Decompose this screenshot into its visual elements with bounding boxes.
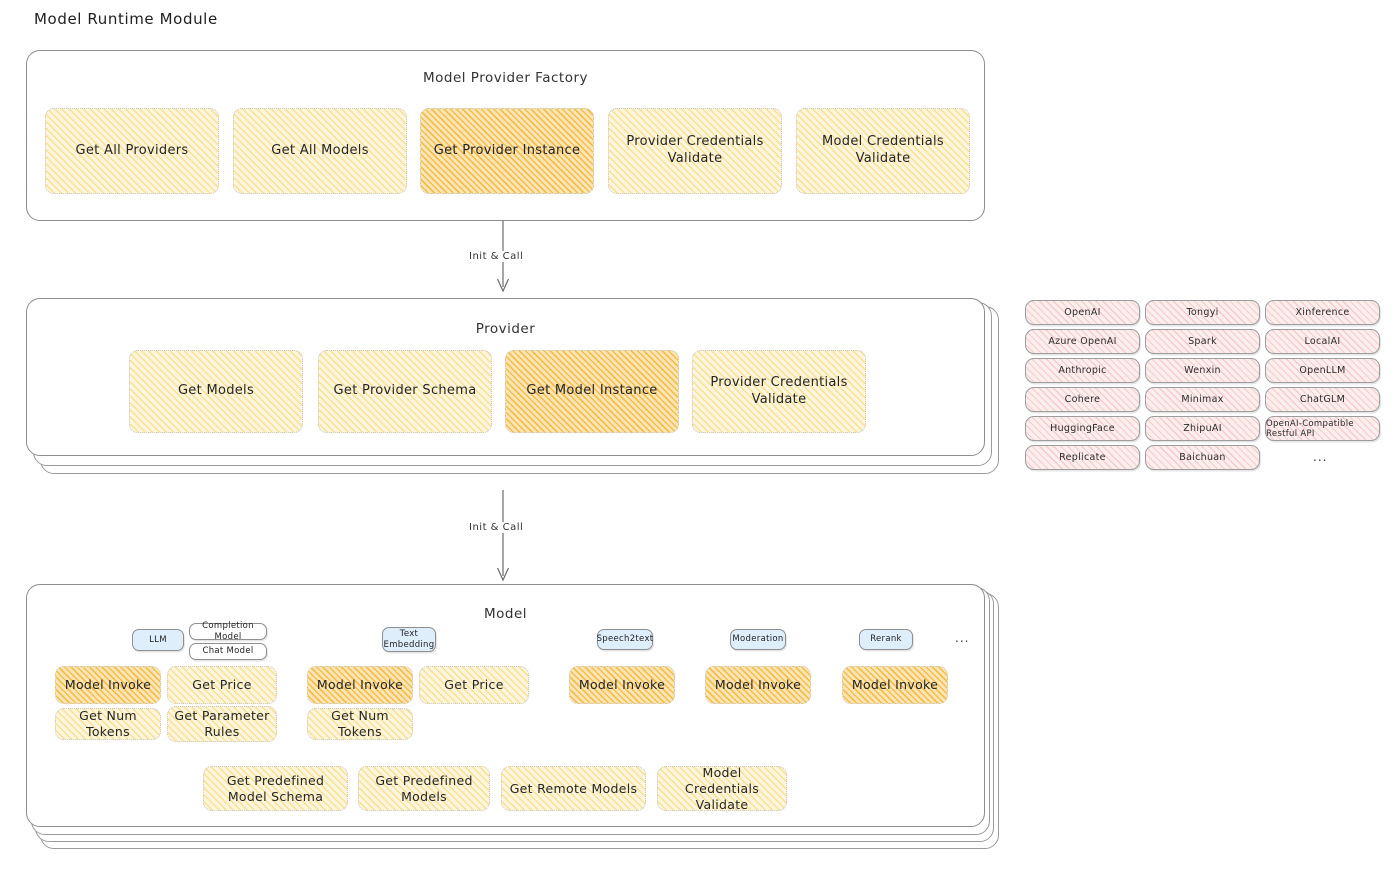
page-title: Model Runtime Module [34,10,218,28]
arrow-factory-to-provider: Init & Call [466,221,528,296]
arrow-factory-to-provider-label: Init & Call [466,251,527,262]
moderation-action-model-invoke[interactable]: Model Invoke [705,666,811,704]
provider-pill-baichuan[interactable]: Baichuan [1145,445,1260,470]
factory-action-get-all-providers[interactable]: Get All Providers [45,108,219,194]
text-embedding-action-get-num-tokens[interactable]: Get Num Tokens [307,708,413,740]
model-action-get-remote-models[interactable]: Get Remote Models [501,766,646,811]
arrow-provider-to-model: Init & Call [466,490,528,585]
model-types-more: ... [955,631,970,645]
text-embedding-action-model-invoke[interactable]: Model Invoke [307,666,413,704]
model-action-get-predefined-models[interactable]: Get Predefined Models [358,766,490,811]
provider-action-get-provider-schema[interactable]: Get Provider Schema [318,350,492,433]
llm-action-model-invoke[interactable]: Model Invoke [55,666,161,704]
model-panel: Model LLM Completion Model Chat Model Mo… [26,584,985,827]
model-provider-factory-panel: Model Provider Factory Get All Providers… [26,50,985,221]
model-action-model-credentials-validate[interactable]: Model Credentials Validate [657,765,787,812]
provider-pill-spark[interactable]: Spark [1145,329,1260,354]
provider-action-get-models[interactable]: Get Models [129,350,303,433]
model-type-badge-rerank[interactable]: Rerank [859,629,913,650]
arrow-provider-to-model-label: Init & Call [466,522,527,533]
provider-pill-openai-compatible-restful-api[interactable]: OpenAI-Compatible Restful API [1265,416,1380,441]
factory-action-model-credentials-validate[interactable]: Model Credentials Validate [796,108,970,194]
model-title: Model [483,606,528,622]
provider-pill-zhipuai[interactable]: ZhipuAI [1145,416,1260,441]
provider-pill-azure-openai[interactable]: Azure OpenAI [1025,329,1140,354]
llm-action-get-price[interactable]: Get Price [167,666,277,704]
provider-pill-huggingface[interactable]: HuggingFace [1025,416,1140,441]
provider-pill-minimax[interactable]: Minimax [1145,387,1260,412]
factory-action-provider-credentials-validate[interactable]: Provider Credentials Validate [608,108,782,194]
model-provider-factory-title: Model Provider Factory [422,70,588,86]
provider-pill-openai[interactable]: OpenAI [1025,300,1140,325]
rerank-action-model-invoke[interactable]: Model Invoke [842,666,948,704]
model-sub-badge-chat-model[interactable]: Chat Model [189,643,267,660]
arrow-down-icon [496,490,510,582]
model-sub-badge-completion-model[interactable]: Completion Model [189,621,267,642]
provider-pill-wenxin[interactable]: Wenxin [1145,358,1260,383]
model-type-badge-text-embedding[interactable]: Text Embedding [382,627,436,652]
factory-action-get-all-models[interactable]: Get All Models [233,108,407,194]
llm-action-get-parameter-rules[interactable]: Get Parameter Rules [167,706,277,742]
llm-action-get-num-tokens[interactable]: Get Num Tokens [55,708,161,740]
provider-list-more: ... [1313,450,1328,464]
provider-action-get-model-instance[interactable]: Get Model Instance [505,350,679,433]
model-type-badge-moderation[interactable]: Moderation [730,629,786,650]
provider-pill-xinference[interactable]: Xinference [1265,300,1380,325]
provider-pill-tongyi[interactable]: Tongyi [1145,300,1260,325]
provider-pill-localai[interactable]: LocalAI [1265,329,1380,354]
model-action-get-predefined-model-schema[interactable]: Get Predefined Model Schema [203,766,348,811]
provider-panel: Provider Get Models Get Provider Schema … [26,298,985,456]
model-type-badge-speech2text[interactable]: Speech2text [597,629,653,650]
text-embedding-action-get-price[interactable]: Get Price [419,666,529,704]
provider-pill-anthropic[interactable]: Anthropic [1025,358,1140,383]
provider-pill-replicate[interactable]: Replicate [1025,445,1140,470]
provider-pill-openllm[interactable]: OpenLLM [1265,358,1380,383]
factory-action-get-provider-instance[interactable]: Get Provider Instance [420,108,594,194]
model-type-badge-llm[interactable]: LLM [132,629,184,651]
speech2text-action-model-invoke[interactable]: Model Invoke [569,666,675,704]
provider-pill-cohere[interactable]: Cohere [1025,387,1140,412]
provider-title: Provider [475,321,536,337]
provider-action-provider-credentials-validate[interactable]: Provider Credentials Validate [692,350,866,433]
provider-pill-chatglm[interactable]: ChatGLM [1265,387,1380,412]
